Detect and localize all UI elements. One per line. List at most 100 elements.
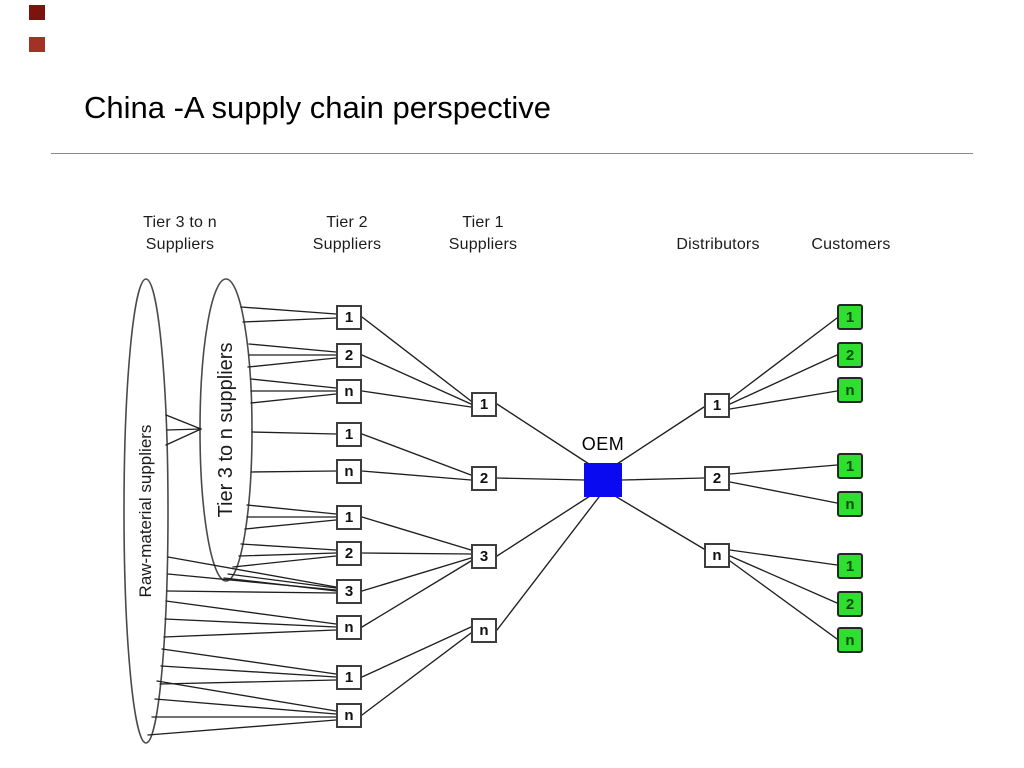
connector-line [361,354,472,405]
column-header-tier3n-suppliers: Tier 3 to n Suppliers [100,212,260,256]
tier2-node-1: 1 [336,304,362,330]
tier2-node-n: n [336,458,362,484]
connector-line [729,354,838,405]
distributors-node-n: n [704,542,730,568]
connector-line [616,406,705,465]
connector-line [227,573,337,589]
tier1-node-2: 2 [471,465,497,491]
column-header-line: Tier 2 [326,214,368,231]
connector-line [250,378,337,389]
tier1-node-1: 1 [471,391,497,417]
connector-line [729,481,838,504]
tier2-node-n: n [336,614,362,640]
column-header-line: Distributors [676,236,760,253]
customers-node-2: 2 [837,591,863,617]
connector-line [729,560,838,640]
tier2-node-2: 2 [336,342,362,368]
connector-line [361,433,472,476]
connector-line [232,555,337,568]
connector-line [163,629,337,638]
connector-line [244,519,337,530]
connector-line [166,590,337,594]
tier1-node-3: 3 [471,543,497,569]
slide-title: China -A supply chain perspective [84,90,551,125]
column-header-line: Suppliers [448,236,518,253]
column-header-customers: Customers [771,234,931,256]
column-header-line: Tier 1 [462,214,504,231]
tier2-node-1: 1 [336,664,362,690]
tier2-node-3: 3 [336,578,362,604]
distributors-node-1: 1 [704,392,730,418]
distributors-node-2: 2 [704,465,730,491]
connector-line [166,428,202,431]
connector-line [167,556,337,588]
connector-line [361,626,472,678]
connector-line [361,316,472,402]
oem-node [584,463,622,497]
connector-line [361,560,472,628]
connector-lines-canvas [123,278,838,744]
customers-node-1: 1 [837,553,863,579]
accent-square-top [29,5,45,20]
customers-node-1: 1 [837,453,863,479]
connector-line [250,470,337,473]
oem-label: OEM [581,434,625,454]
column-header-tier1-suppliers: Tier 1 Suppliers [403,212,563,256]
connector-line [496,403,590,465]
connector-line [165,414,202,430]
tier2-node-n: n [336,378,362,404]
customers-node-2: 2 [837,342,863,368]
connector-line [496,477,585,481]
connector-line [165,600,337,625]
connector-line [240,306,337,315]
connector-line [164,618,337,628]
connector-line [240,543,337,551]
column-header-line: Suppliers [145,236,215,253]
connector-line [729,464,838,475]
connector-line [621,477,705,481]
connector-line [729,555,838,604]
connector-line [156,680,337,712]
tier3n-ellipse-label: Tier 3 to n suppliers [215,342,237,518]
connector-line [496,495,591,557]
connector-line [250,393,337,404]
connector-line [729,549,838,566]
connector-line [248,343,337,353]
connector-line [361,557,472,592]
customers-node-n: n [837,377,863,403]
connector-line [361,470,472,481]
connector-line [160,665,337,678]
tier1-node-n: n [471,617,497,643]
tier2-node-1: 1 [336,421,362,447]
customers-node-n: n [837,627,863,653]
connector-line [729,390,838,410]
connector-line [246,504,337,515]
customers-node-n: n [837,491,863,517]
accent-square-bottom [29,37,45,52]
connector-line [251,431,337,435]
connector-line [361,552,472,555]
connector-line [154,698,337,715]
connector-line [161,648,337,675]
connector-line [361,516,472,551]
title-divider [51,153,973,154]
connector-line [147,719,337,736]
tier2-node-1: 1 [336,504,362,530]
connector-line [167,573,337,591]
customers-node-1: 1 [837,304,863,330]
column-header-line: Suppliers [312,236,382,253]
connector-line [614,495,705,550]
connector-line [242,317,337,323]
connector-line [361,632,472,716]
column-header-distributors: Distributors [638,234,798,256]
connector-line [496,496,600,631]
connector-line [165,428,202,446]
column-header-line: Tier 3 to n [143,214,217,231]
raw-material-ellipse-label: Raw-material suppliers [136,424,155,598]
connector-line [361,390,472,408]
column-header-tier2-suppliers: Tier 2 Suppliers [267,212,427,256]
connector-line [159,679,337,685]
